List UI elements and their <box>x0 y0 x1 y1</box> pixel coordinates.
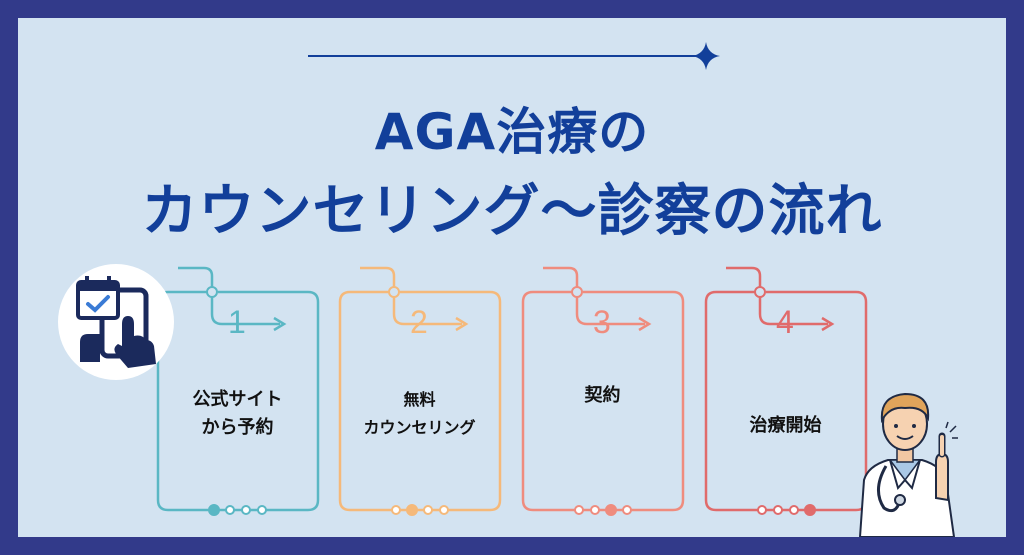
step-4-dot-1 <box>757 505 767 515</box>
step-card-3: 3 契約 <box>515 262 690 522</box>
title-line-1: AGA治療の <box>374 103 650 161</box>
step-3-dot-3 <box>605 504 617 516</box>
step-1-dot-4 <box>257 505 267 515</box>
step-1-dot-1 <box>208 504 220 516</box>
calendar-tablet-hand-icon <box>58 264 174 380</box>
doctor-illustration <box>850 380 960 537</box>
step-number-4: 4 <box>776 304 794 340</box>
step-1-dot-2 <box>225 505 235 515</box>
step-2-dot-2 <box>406 504 418 516</box>
step-card-4-outline <box>704 266 868 516</box>
step-card-2-outline <box>338 266 502 516</box>
step-label-4: 治療開始 <box>698 412 873 440</box>
banner-panel: AGA治療の カウンセリング～診察の流れ 1 公式サイト から予約 <box>18 18 1006 537</box>
step-3-dot-2 <box>590 505 600 515</box>
step-card-2: 2 無料 カウンセリング <box>332 262 507 522</box>
step-2-dot-1 <box>391 505 401 515</box>
step-2-dot-4 <box>439 505 449 515</box>
sparkle-icon <box>692 42 720 70</box>
step-2-dot-3 <box>423 505 433 515</box>
decoration-layer <box>308 42 720 70</box>
step-4-dot-4 <box>804 504 816 516</box>
step-label-2-line-1: 無料 <box>403 390 436 409</box>
title-line-2: カウンセリング～診察の流れ <box>141 179 883 244</box>
step-card-1: 1 公式サイト から予約 <box>150 262 325 522</box>
step-label-4-line-1: 治療開始 <box>749 415 822 436</box>
step-card-4: 4 治療開始 <box>698 262 873 522</box>
step-3-dot-4 <box>622 505 632 515</box>
step-number-3: 3 <box>593 304 611 340</box>
step-card-3-outline <box>521 266 685 516</box>
step-number-1: 1 <box>228 304 246 340</box>
step-label-1: 公式サイト から予約 <box>150 386 325 442</box>
step-3-dot-1 <box>574 505 584 515</box>
step-number-2: 2 <box>410 304 428 340</box>
step-4-dot-3 <box>789 505 799 515</box>
step-label-2: 無料 カウンセリング <box>332 386 507 442</box>
step-1-dot-3 <box>241 505 251 515</box>
step-4-dot-2 <box>773 505 783 515</box>
step-label-3-line-1: 契約 <box>584 385 621 406</box>
step-label-2-line-2: カウンセリング <box>363 418 476 437</box>
step-label-1-line-2: から予約 <box>201 417 274 438</box>
step-label-3: 契約 <box>515 382 690 410</box>
step-label-1-line-1: 公式サイト <box>192 389 283 410</box>
